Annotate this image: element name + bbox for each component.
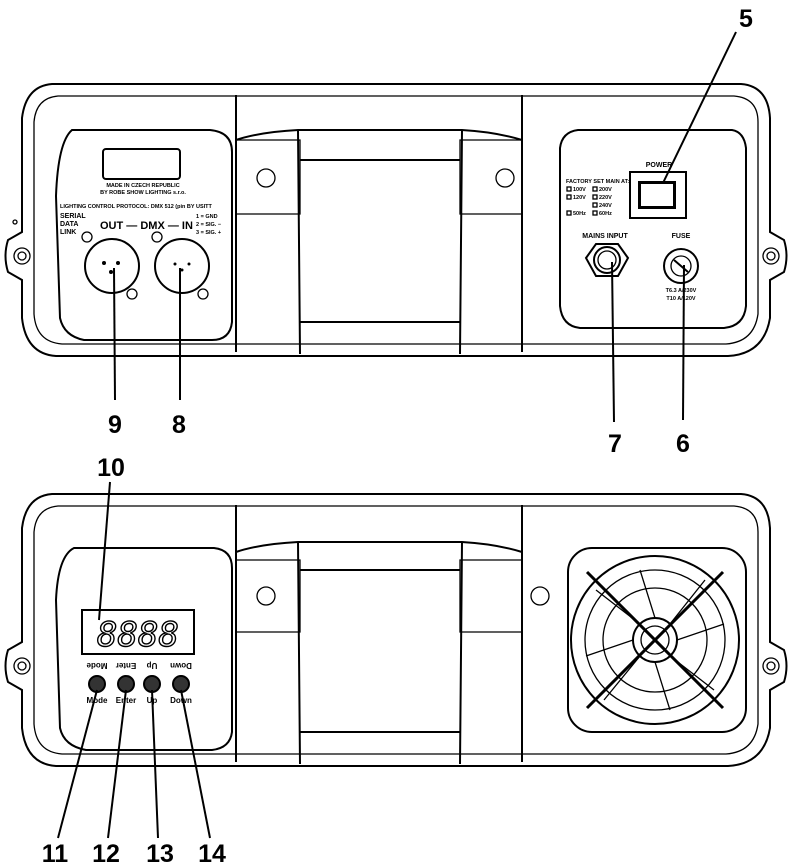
callout-11: 11	[42, 840, 69, 868]
v220-text: 220V	[599, 195, 612, 201]
callout-line-11	[57, 689, 98, 839]
front-handle-bracket-right	[459, 559, 523, 633]
pin2-text: 2 = SIG. −	[196, 222, 221, 228]
dmx-out-connector[interactable]	[81, 231, 140, 300]
v120-text: 120V	[573, 195, 586, 201]
led-display: 8888	[97, 615, 179, 655]
front-unit-body	[4, 493, 788, 767]
callout-line-5	[662, 31, 737, 184]
callout-9: 9	[108, 411, 122, 439]
hz50-text: 50Hz	[573, 211, 586, 217]
pin1-text: 1 = GND	[196, 214, 218, 220]
left-small-hole	[12, 219, 18, 225]
front-screw-right	[530, 586, 550, 606]
display-frame	[81, 609, 195, 655]
front-right-mount-hole-inner	[766, 661, 776, 671]
dmx-plate	[54, 129, 233, 341]
dmx-label: OUT — DMX — IN	[100, 220, 193, 232]
front-left-mount-hole-inner	[17, 661, 27, 671]
callout-10: 10	[97, 454, 125, 482]
v200-text: 200V	[599, 187, 612, 193]
callout-12: 12	[92, 840, 120, 868]
mains-input-connector[interactable]	[584, 243, 630, 277]
power-switch-frame	[629, 171, 687, 219]
callout-7: 7	[608, 430, 622, 458]
mode-label: Mode	[87, 696, 108, 705]
serial-text-1: SERIAL	[60, 213, 86, 220]
callout-line-13	[151, 689, 159, 839]
inverted-labels: Mode Enter Up Down	[86, 661, 192, 670]
label-area	[102, 148, 181, 180]
made-by-text: BY ROBE SHOW LIGHTING s.r.o.	[100, 190, 186, 196]
enter-label: Enter	[116, 696, 136, 705]
inverted-enter-label: Enter	[116, 661, 136, 670]
rear-screw-right	[495, 168, 515, 188]
callout-8: 8	[172, 411, 186, 439]
callout-5: 5	[739, 5, 753, 33]
callout-14: 14	[198, 840, 226, 868]
cooling-fan	[567, 547, 747, 733]
front-handle-bracket-left	[235, 559, 301, 633]
power-label: POWER	[646, 162, 672, 169]
front-right-mount-hole	[762, 657, 780, 675]
down-button[interactable]	[172, 675, 190, 693]
front-handle	[235, 505, 523, 765]
front-left-mount-hole	[13, 657, 31, 675]
rear-handle-bracket-left	[235, 139, 301, 215]
power-plate	[559, 129, 747, 329]
factory-set-text: FACTORY SET MAIN AT:	[566, 179, 629, 185]
hz60-text: 60Hz	[599, 211, 612, 217]
front-screw-left	[256, 586, 276, 606]
callout-line-10	[98, 481, 111, 621]
mains-input-label: MAINS INPUT	[582, 233, 628, 240]
callout-line-14	[180, 689, 211, 839]
rear-handle-bracket-right	[459, 139, 523, 215]
serial-text-2: DATA	[60, 221, 78, 228]
mode-button[interactable]	[88, 675, 106, 693]
dmx-in-connector[interactable]	[151, 231, 210, 300]
left-mount-hole	[13, 247, 31, 265]
protocol-text: LIGHTING CONTROL PROTOCOL: DMX 512 (pin …	[60, 204, 213, 210]
rear-unit: MADE IN CZECH REPUBLIC BY ROBE SHOW LIGH…	[4, 83, 788, 357]
callout-line-6	[682, 264, 685, 421]
enter-button[interactable]	[117, 675, 135, 693]
v240-text: 240V	[599, 203, 612, 209]
inverted-mode-label: Mode	[86, 661, 107, 670]
serial-text-3: LINK	[60, 229, 76, 236]
rear-handle	[235, 95, 523, 355]
inverted-down-label: Down	[170, 661, 192, 670]
rear-screw-left	[256, 168, 276, 188]
up-button[interactable]	[143, 675, 161, 693]
rear-unit-body	[4, 83, 788, 357]
v100-text: 100V	[573, 187, 586, 193]
callout-line-9	[113, 267, 116, 401]
right-mount-hole	[762, 247, 780, 265]
inverted-up-label: Up	[147, 661, 158, 670]
callout-6: 6	[676, 430, 690, 458]
made-in-text: MADE IN CZECH REPUBLIC	[106, 183, 179, 189]
front-unit: 8888 Mode Enter Up Down Mode Enter Up Do…	[4, 493, 788, 767]
callout-13: 13	[146, 840, 174, 868]
front-unit-inner-edge	[33, 505, 759, 755]
fuse-rating-1: T6.3 A/230V	[666, 288, 697, 294]
pin3-text: 3 = SIG. +	[196, 230, 221, 236]
rear-unit-inner-edge	[33, 95, 759, 345]
right-mount-hole-inner	[766, 251, 776, 261]
fuse-label: FUSE	[672, 233, 691, 240]
control-plate	[54, 547, 233, 751]
callout-line-7	[611, 261, 615, 423]
callout-line-12	[107, 689, 127, 839]
down-label: Down	[170, 696, 192, 705]
fuse-rating-2: T10 A/120V	[666, 296, 695, 302]
left-mount-hole-inner	[17, 251, 27, 261]
fuse-holder[interactable]	[663, 248, 699, 284]
